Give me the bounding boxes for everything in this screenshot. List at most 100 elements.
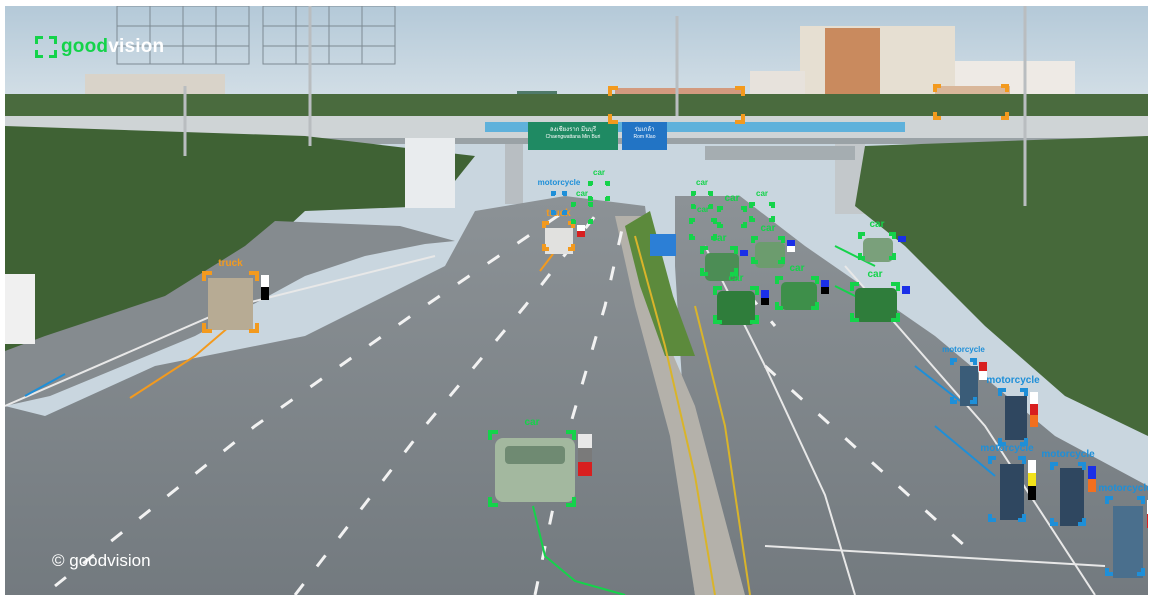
box-corner (711, 218, 717, 224)
detection-label: car (760, 223, 776, 234)
box-corner (1018, 514, 1026, 522)
detection-box-moto-1: motorcycle (942, 345, 987, 404)
box-corner (735, 86, 745, 96)
detection-label: motorcycle (980, 443, 1034, 454)
color-swatch (787, 246, 795, 252)
color-swatch (979, 371, 987, 381)
box-corner (1001, 84, 1009, 92)
box-corner (751, 257, 758, 264)
box-corner (889, 232, 896, 239)
box-corner (769, 216, 775, 222)
detection-label: car (869, 219, 885, 230)
box-corner (775, 302, 783, 310)
overhead-sign-left-text: ลงเชียงราก มีนบุรี Chaengwattana Min Bur… (528, 122, 618, 150)
detection-label: car (867, 269, 883, 280)
color-swatch (1088, 478, 1096, 492)
detection-box-car-r2: car (850, 269, 910, 322)
box-corner (741, 222, 747, 228)
box-corner (811, 302, 819, 310)
box-corner (1001, 112, 1009, 120)
color-swatch (261, 275, 269, 288)
detection-box-moto-3: motorcycle (980, 443, 1036, 522)
box-corner (700, 268, 708, 276)
box-corner (717, 222, 723, 228)
detection-label: truck (546, 208, 571, 219)
video-frame: ลงเชียงราก มีนบุรี Chaengwattana Min Bur… (5, 6, 1148, 595)
color-swatch (261, 287, 269, 300)
sign-left-english: Chaengwattana Min Buri (545, 134, 601, 140)
box-corner (691, 191, 696, 196)
color-swatch (577, 225, 585, 231)
detection-label: car (575, 189, 589, 198)
sign-right-thai: ร่มเกล้า (634, 127, 655, 133)
box-corner (542, 221, 549, 228)
box-corner (249, 323, 259, 333)
goodvision-logo: goodvision (35, 36, 164, 58)
box-corner (605, 196, 610, 201)
color-swatch (1030, 415, 1038, 427)
color-swatch (1088, 466, 1096, 479)
detection-box-bldg-2 (933, 84, 1009, 120)
box-corner (1078, 518, 1086, 526)
box-corner (891, 282, 900, 291)
box-corner (970, 358, 977, 365)
box-corner (933, 84, 941, 92)
box-corner (950, 358, 957, 365)
color-swatch (761, 297, 769, 306)
box-corner (775, 276, 783, 284)
box-corner (730, 246, 738, 254)
detection-label: car (789, 263, 805, 274)
box-corner (998, 388, 1006, 396)
box-corner (708, 191, 713, 196)
logo-text-prefix: good (61, 36, 109, 57)
color-swatch (1028, 460, 1036, 474)
box-corner (741, 206, 747, 212)
color-swatch (578, 434, 592, 448)
detection-box-car-r8: car (717, 193, 747, 228)
box-corner (750, 286, 759, 295)
airport-sign (650, 234, 676, 256)
detection-box-moto-5: motorcycle (1098, 483, 1148, 576)
box-corner (700, 246, 708, 254)
overhead-sign-right (622, 122, 667, 150)
box-corner (713, 286, 722, 295)
detection-box-car-r10: car (691, 178, 713, 209)
detection-label: motorcycle (942, 345, 985, 354)
detection-label: car (695, 178, 709, 187)
color-swatch (1147, 500, 1148, 514)
color-swatch (1147, 514, 1148, 528)
box-corner (749, 202, 755, 208)
color-swatch (761, 290, 769, 298)
box-corner (889, 253, 896, 260)
detection-box-bldg-1 (608, 86, 745, 124)
color-swatch (902, 286, 910, 294)
box-corner (1050, 518, 1058, 526)
box-corner (588, 202, 593, 207)
box-corner (571, 202, 576, 207)
detection-box-car-m2: car (588, 168, 610, 201)
box-corner (1078, 462, 1086, 470)
box-corner (1018, 456, 1026, 464)
box-corner (778, 236, 785, 243)
box-corner (933, 112, 941, 120)
color-swatch (577, 231, 585, 237)
median (615, 216, 745, 595)
color-swatch (740, 250, 748, 256)
box-corner (735, 114, 745, 124)
left-warning-sign (5, 274, 35, 344)
detection-box-car-r1: car (713, 273, 769, 324)
detection-box-truck-left: truck (202, 258, 269, 333)
box-corner (1105, 496, 1113, 504)
box-corner (488, 430, 498, 440)
box-corner (1137, 568, 1145, 576)
box-corner (713, 315, 722, 324)
detection-box-moto-2: motorcycle (986, 375, 1040, 446)
box-corner (988, 514, 996, 522)
box-corner (749, 216, 755, 222)
box-corner (551, 191, 556, 196)
box-corner (551, 210, 556, 215)
color-swatch (821, 280, 829, 287)
detection-label: motorcycle (537, 178, 581, 187)
box-corner (858, 253, 865, 260)
copyright-caption: © goodvision (52, 551, 151, 570)
